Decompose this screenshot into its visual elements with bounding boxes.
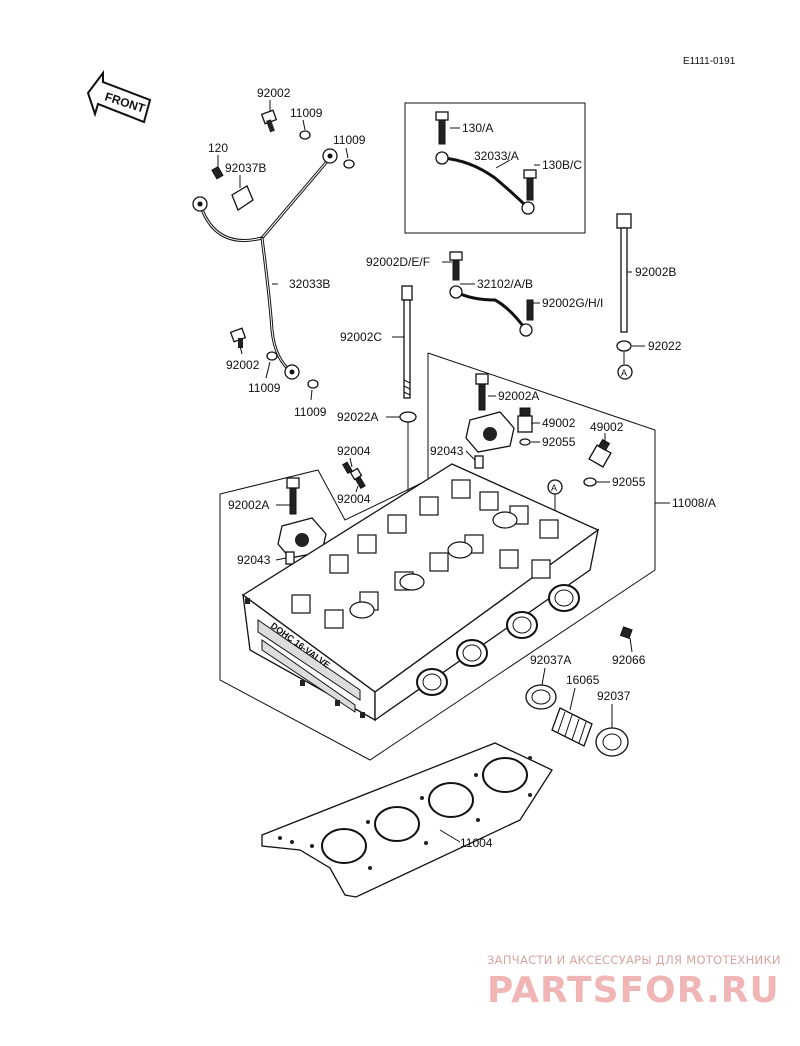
cam-cap-upper bbox=[465, 373, 515, 453]
washer-11009-c bbox=[266, 351, 278, 361]
callout-92004-a: 92004 bbox=[337, 444, 371, 458]
watermark-tagline: ЗАПЧАСТИ И АКСЕССУАРЫ ДЛЯ МОТОТЕХНИКИ bbox=[487, 953, 781, 967]
callout-92002A-b: 92002A bbox=[228, 498, 269, 512]
callout-16065: 16065 bbox=[566, 673, 600, 687]
svg-text:A: A bbox=[621, 368, 627, 378]
oil-pipe-32102 bbox=[449, 251, 534, 337]
callout-49002-b: 49002 bbox=[590, 420, 624, 434]
callout-11004: 11004 bbox=[460, 836, 493, 850]
callout-92022: 92022 bbox=[648, 339, 682, 353]
callout-32102AB: 32102/A/B bbox=[477, 277, 533, 291]
callout-49002-a: 49002 bbox=[542, 416, 576, 430]
callout-92037A: 92037A bbox=[530, 653, 571, 667]
leader-lines bbox=[217, 100, 670, 843]
callout-92004-b: 92004 bbox=[337, 492, 371, 506]
callout-92002B: 92002B bbox=[635, 265, 676, 279]
watermark-brand: PARTSFOR.RU bbox=[487, 970, 780, 1011]
ref-marker-a-1: A bbox=[617, 364, 633, 380]
cam-cap-left bbox=[277, 477, 327, 559]
callout-92002A-a: 92002A bbox=[498, 389, 539, 403]
washer-92022A bbox=[399, 411, 417, 423]
callout-92002C: 92002C bbox=[340, 330, 382, 344]
bracket-92037B bbox=[231, 185, 254, 211]
callout-11009-d: 11009 bbox=[294, 405, 327, 419]
plug-49002-b bbox=[588, 438, 612, 468]
dowel-92043-b bbox=[285, 551, 295, 565]
callout-32033B: 32033B bbox=[289, 277, 330, 291]
washer-11009-b bbox=[343, 159, 355, 169]
washer-92055-b bbox=[583, 477, 597, 487]
front-arrow: FRONT bbox=[86, 70, 152, 124]
plug-92066 bbox=[619, 626, 633, 640]
callout-11009-b: 11009 bbox=[333, 133, 366, 147]
stud-92002C bbox=[401, 285, 413, 399]
head-gasket-11004 bbox=[261, 742, 553, 898]
cylinder-head: DOHC 16-VALVE bbox=[241, 463, 600, 722]
callout-130A: 130/A bbox=[462, 121, 493, 135]
holder-16065 bbox=[551, 707, 593, 747]
callout-11009-c: 11009 bbox=[248, 381, 281, 395]
washer-11009-a bbox=[299, 130, 311, 140]
callout-92022A: 92022A bbox=[337, 410, 378, 424]
washer-11009-d bbox=[307, 379, 319, 389]
ref-marker-a-2: A bbox=[547, 479, 563, 495]
screw-120 bbox=[211, 165, 224, 180]
callout-130BC: 130B/C bbox=[542, 158, 582, 172]
stud-92004 bbox=[342, 461, 366, 490]
callout-92055-b: 92055 bbox=[612, 475, 646, 489]
callout-labels: 92002 11009 11009 120 92037B 32033B 9200… bbox=[208, 86, 716, 850]
callout-92066: 92066 bbox=[612, 653, 646, 667]
bolt-92002B bbox=[616, 213, 632, 333]
callout-92002-top: 92002 bbox=[257, 86, 291, 100]
oil-pipe-32033B bbox=[192, 148, 338, 380]
callout-92037: 92037 bbox=[597, 689, 631, 703]
callout-92002GHI: 92002G/H/I bbox=[542, 296, 603, 310]
bolt-92002-mid bbox=[229, 327, 247, 348]
callout-11009-a: 11009 bbox=[290, 106, 323, 120]
callout-120: 120 bbox=[208, 141, 228, 155]
washer-92022 bbox=[616, 340, 632, 352]
dowel-92043-a bbox=[474, 455, 484, 469]
svg-text:A: A bbox=[551, 483, 557, 493]
callout-32033A: 32033/A bbox=[474, 149, 519, 163]
watermark: ЗАПЧАСТИ И АКСЕССУАРЫ ДЛЯ МОТОТЕХНИКИ PA… bbox=[487, 953, 781, 1011]
callout-92002DEF: 92002D/E/F bbox=[366, 255, 430, 269]
clamp-92037A bbox=[525, 684, 557, 710]
callout-92043-a: 92043 bbox=[430, 444, 464, 458]
callout-11008A: 11008/A bbox=[672, 496, 716, 510]
callout-92037B: 92037B bbox=[225, 161, 266, 175]
callout-92043-b: 92043 bbox=[237, 553, 271, 567]
head-group-outline bbox=[219, 352, 656, 761]
plug-49002-a bbox=[517, 407, 533, 446]
inset-box bbox=[404, 102, 586, 234]
clamp-92037 bbox=[595, 727, 629, 757]
oil-pipe-32033A bbox=[435, 111, 537, 215]
callout-92055-a: 92055 bbox=[542, 435, 576, 449]
diagram-code: E1111-0191 bbox=[683, 56, 736, 67]
callout-92002-mid: 92002 bbox=[226, 358, 260, 372]
bolt-92002-top bbox=[260, 109, 278, 133]
